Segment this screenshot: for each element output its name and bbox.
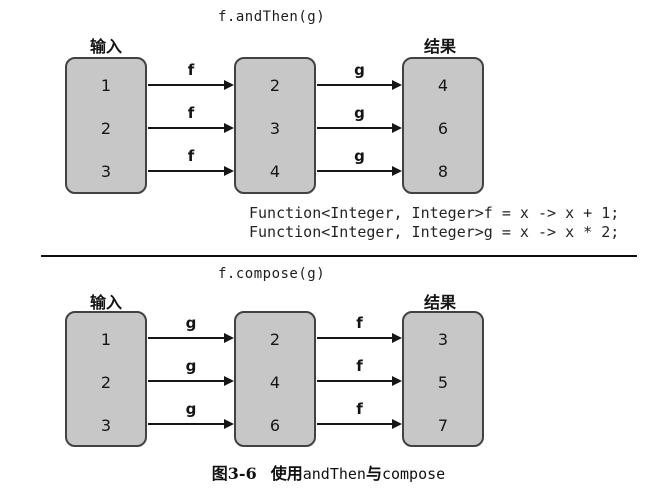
middle-box: 2 4 6 [234,311,316,447]
box-value: 1 [100,330,112,349]
arrow-icon [148,333,234,343]
box-value: 2 [100,119,112,138]
arrow-label: f [187,104,195,122]
arrow-icon [317,123,402,133]
input-column-label: 输入 [89,37,122,56]
diagram-title-compose: f.compose(g) [218,266,326,282]
box-value: 3 [269,119,281,138]
arrow-icon [148,419,234,429]
box-value: 4 [269,162,281,181]
arrow-icon [148,376,234,386]
box-value: 2 [269,76,281,95]
code-line: Function<Integer, Integer>f = x -> x + 1… [249,204,620,222]
input-box: 1 2 3 [65,57,147,194]
code-line: Function<Integer, Integer>g = x -> x * 2… [249,223,620,241]
arrow-icon [148,166,234,176]
caption-code: andThen [302,465,366,483]
arrow-icon [317,166,402,176]
arrow-icon [317,333,402,343]
box-value: 6 [437,119,449,138]
box-value: 5 [437,373,449,392]
result-column-label: 结果 [423,37,456,56]
caption-code: compose [381,465,446,483]
box-value: 3 [437,330,449,349]
arrow-icon [317,376,402,386]
section-divider [41,255,637,257]
diagram-title-andthen: f.andThen(g) [218,9,326,25]
box-value: 2 [100,373,112,392]
box-value: 6 [269,416,281,435]
arrow-label: f [356,400,363,418]
box-value: 7 [437,416,449,435]
input-column-label: 输入 [89,293,122,312]
box-value: 4 [437,76,449,95]
box-value: 2 [269,330,281,349]
arrow-label: g [185,357,197,375]
arrow-label: g [354,104,365,122]
box-value: 8 [437,162,449,181]
arrow-icon [148,123,234,133]
result-column-label: 结果 [423,293,456,312]
arrow-label: f [356,357,363,375]
arrow-label: g [354,61,365,79]
result-box: 4 6 8 [402,57,484,194]
middle-box: 2 3 4 [234,57,316,194]
arrow-label: g [185,314,197,332]
arrow-label: f [356,314,363,332]
arrow-icon [148,80,234,90]
arrow-label: g [185,400,197,418]
arrow-label: g [354,147,365,165]
result-box: 3 5 7 [402,311,484,447]
box-value: 4 [269,373,281,392]
caption-text: 使用 [270,464,303,483]
arrow-label: f [187,147,195,165]
figure-number: 图3-6 [211,464,257,483]
caption-text: 与 [365,464,382,483]
arrow-icon [317,80,402,90]
figure-caption: 图3-6 使用andThen与compose [0,460,657,484]
input-box: 1 2 3 [65,311,147,447]
arrow-label: f [187,61,195,79]
box-value: 3 [100,162,112,181]
arrow-icon [317,419,402,429]
box-value: 3 [100,416,112,435]
box-value: 1 [100,76,112,95]
